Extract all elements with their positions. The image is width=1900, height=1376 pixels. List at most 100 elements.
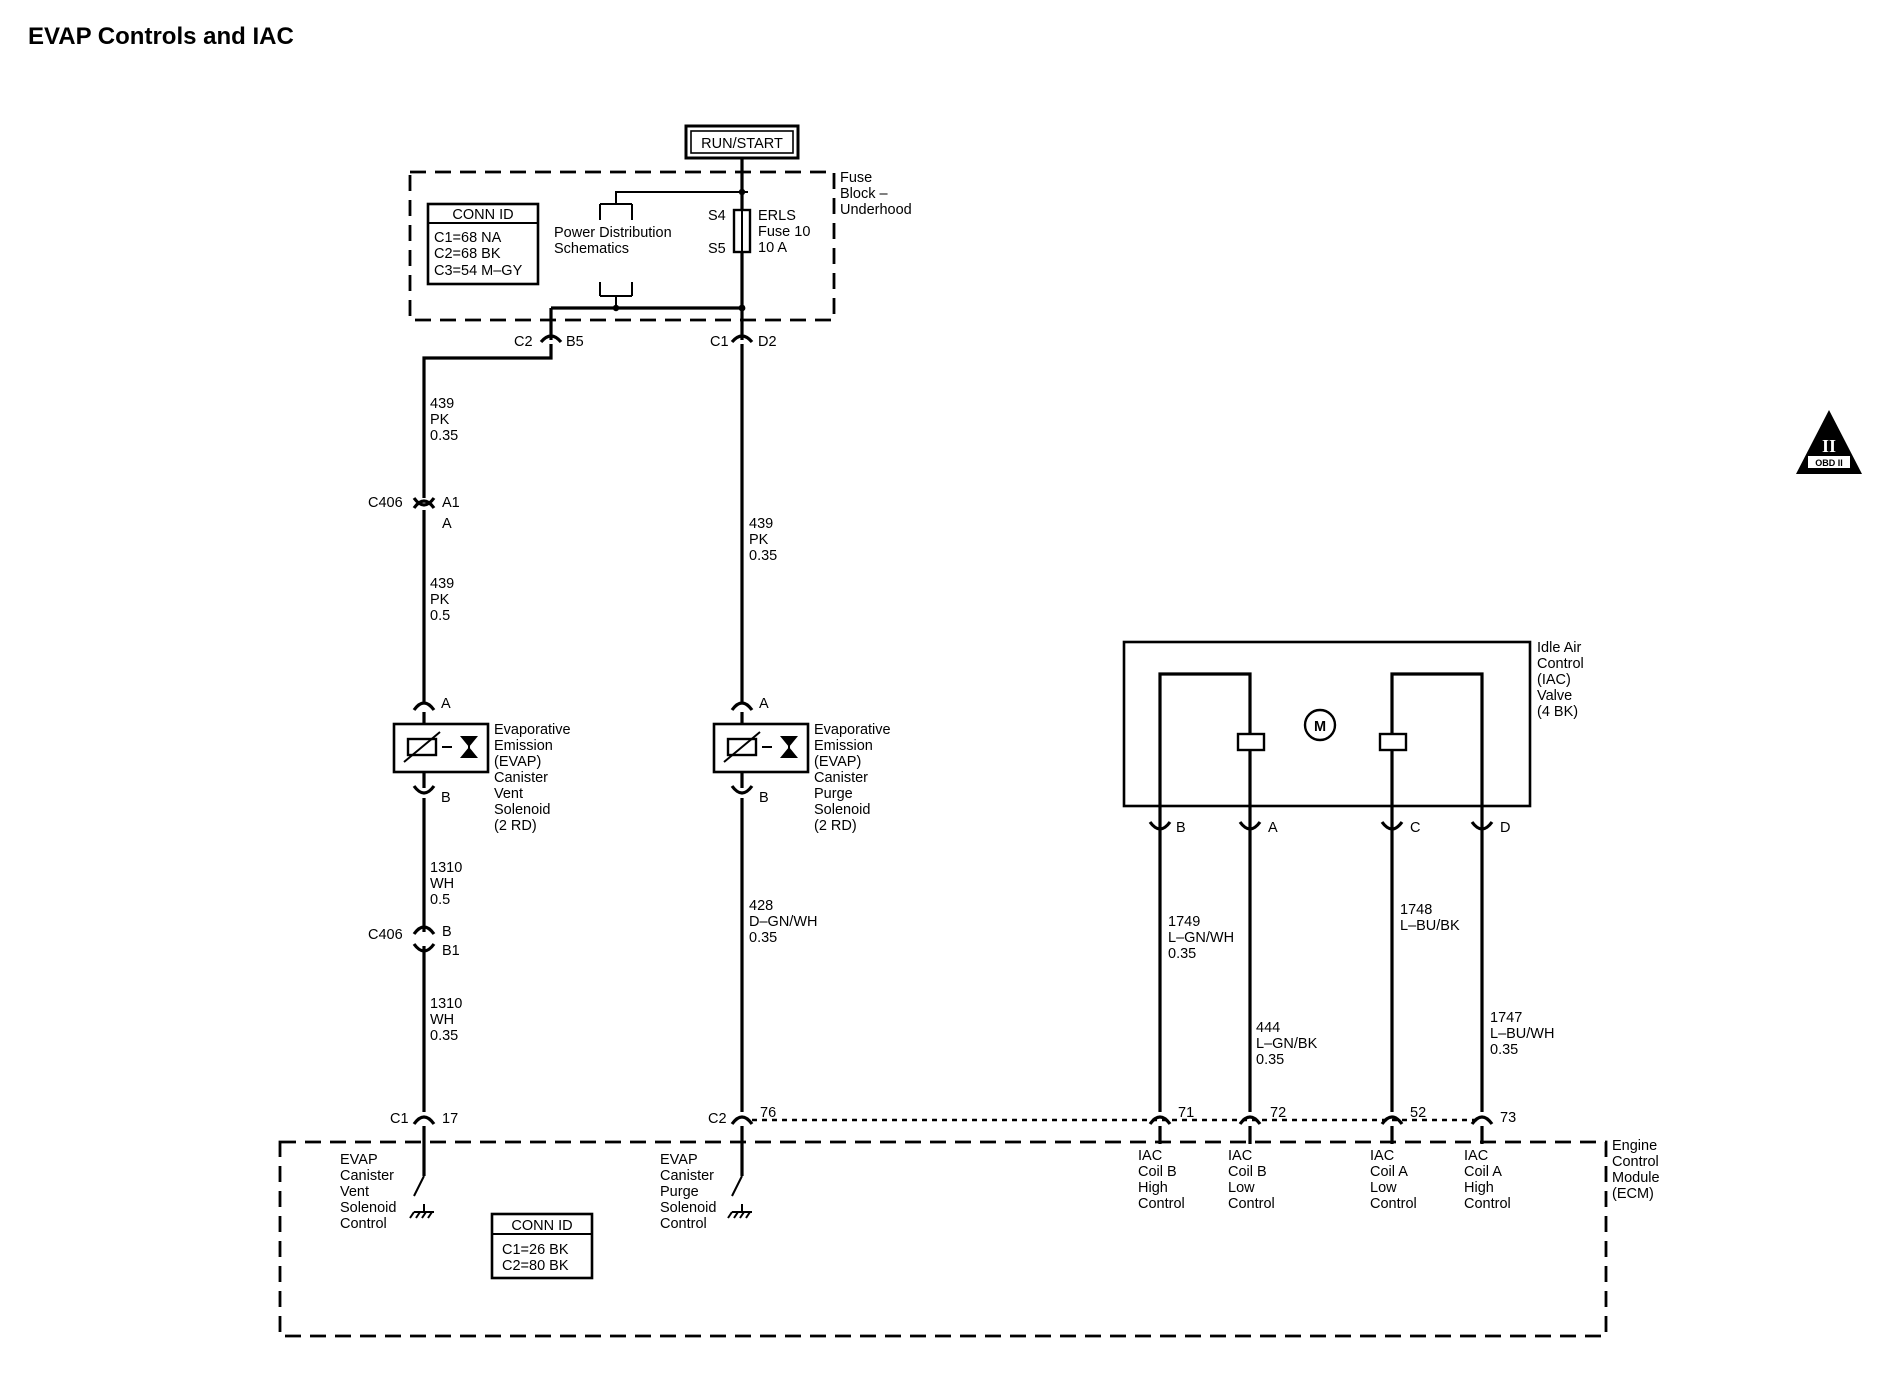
svg-text:IAC: IAC [1464, 1148, 1488, 1164]
svg-text:444: 444 [1256, 1020, 1280, 1036]
run-start-label: RUN/START [701, 136, 783, 152]
svg-text:0.35: 0.35 [1256, 1052, 1284, 1068]
fuse-block-boundary [408, 170, 836, 322]
svg-text:B: B [442, 924, 452, 940]
svg-text:Schematics: Schematics [554, 241, 629, 257]
svg-text:C3=54 M–GY: C3=54 M–GY [434, 263, 523, 279]
iac-wire-d: D 1747 L–BU/WH 0.35 73 [1470, 806, 1554, 1144]
svg-text:Purge: Purge [660, 1184, 699, 1200]
iac-coil-b-low-label: IAC Coil B Low Control [1228, 1148, 1275, 1212]
svg-text:C1: C1 [390, 1111, 409, 1127]
svg-text:439: 439 [430, 396, 454, 412]
svg-text:CONN ID: CONN ID [511, 1218, 572, 1234]
svg-text:ERLS: ERLS [758, 208, 796, 224]
fuse-block-bus [549, 304, 746, 340]
svg-text:Control: Control [1370, 1196, 1417, 1212]
svg-text:WH: WH [430, 876, 454, 892]
svg-text:Idle Air: Idle Air [1537, 640, 1581, 656]
svg-text:(2 RD): (2 RD) [814, 818, 857, 834]
svg-text:439: 439 [749, 516, 773, 532]
svg-text:PK: PK [430, 412, 450, 428]
svg-text:(EVAP): (EVAP) [494, 754, 541, 770]
svg-text:76: 76 [760, 1105, 776, 1121]
svg-text:Fuse 10: Fuse 10 [758, 224, 810, 240]
svg-text:Control: Control [660, 1216, 707, 1232]
svg-text:17: 17 [442, 1111, 458, 1127]
fuse-block-conn-id: CONN ID C1=68 NA C2=68 BK C3=54 M–GY [426, 202, 540, 286]
svg-text:WH: WH [430, 1012, 454, 1028]
svg-text:Solenoid: Solenoid [814, 802, 870, 818]
svg-text:Control: Control [1228, 1196, 1275, 1212]
svg-text:A1: A1 [442, 495, 460, 511]
vent-solenoid: Evaporative Emission (EVAP) Canister Ven… [392, 722, 571, 834]
svg-text:A: A [759, 696, 769, 712]
svg-text:Canister: Canister [494, 770, 548, 786]
svg-text:(4 BK): (4 BK) [1537, 704, 1578, 720]
svg-text:II: II [1822, 436, 1836, 456]
svg-text:72: 72 [1270, 1105, 1286, 1121]
svg-text:Emission: Emission [814, 738, 873, 754]
ecm-label: Engine Control Module (ECM) [1612, 1138, 1660, 1202]
svg-text:L–BU/WH: L–BU/WH [1490, 1026, 1554, 1042]
svg-text:Fuse: Fuse [840, 170, 872, 186]
svg-text:C1=26 BK: C1=26 BK [502, 1242, 569, 1258]
iac-wire-c: C 1748 L–BU/BK 52 [1380, 806, 1460, 1144]
svg-text:Canister: Canister [660, 1168, 714, 1184]
svg-text:Coil B: Coil B [1228, 1164, 1267, 1180]
svg-text:Solenoid: Solenoid [660, 1200, 716, 1216]
svg-text:1310: 1310 [430, 996, 462, 1012]
fuse-block-label: Fuse Block – Underhood [840, 170, 912, 218]
svg-text:High: High [1138, 1180, 1168, 1196]
iac-wire-b: B 1749 L–GN/WH 0.35 71 [1148, 806, 1234, 1144]
svg-text:Purge: Purge [814, 786, 853, 802]
svg-text:B1: B1 [442, 943, 460, 959]
svg-text:B: B [441, 790, 451, 806]
motor-icon: M [1303, 708, 1337, 742]
iac-valve: M Idle Air Control (IAC) Valve (4 BK) [1122, 640, 1584, 808]
svg-text:0.35: 0.35 [430, 1028, 458, 1044]
svg-text:Valve: Valve [1537, 688, 1572, 704]
svg-text:Coil A: Coil A [1370, 1164, 1408, 1180]
svg-text:L–GN/WH: L–GN/WH [1168, 930, 1234, 946]
svg-text:0.35: 0.35 [749, 930, 777, 946]
svg-text:(2 RD): (2 RD) [494, 818, 537, 834]
svg-text:439: 439 [430, 576, 454, 592]
svg-text:0.5: 0.5 [430, 892, 450, 908]
svg-text:Control: Control [1138, 1196, 1185, 1212]
svg-text:1310: 1310 [430, 860, 462, 876]
svg-text:0.35: 0.35 [749, 548, 777, 564]
svg-text:IAC: IAC [1370, 1148, 1394, 1164]
svg-text:Control: Control [340, 1216, 387, 1232]
svg-text:C2=68 BK: C2=68 BK [434, 246, 501, 262]
svg-text:B: B [1176, 820, 1186, 836]
svg-text:D2: D2 [758, 334, 777, 350]
iac-coil-a-high-label: IAC Coil A High Control [1464, 1148, 1511, 1212]
svg-text:Canister: Canister [814, 770, 868, 786]
vent-circuit: 439 PK 0.35 C406 A1 A 439 PK 0.5 A [368, 344, 553, 724]
vent-circuit-lower: B 1310 WH 0.5 C406 B B1 1310 WH 0.35 C1 … [368, 772, 462, 1148]
svg-text:Engine: Engine [1612, 1138, 1657, 1154]
svg-text:C2: C2 [708, 1111, 727, 1127]
iac-coil-a-low-label: IAC Coil A Low Control [1370, 1148, 1417, 1212]
svg-text:B: B [759, 790, 769, 806]
svg-text:C1: C1 [710, 334, 729, 350]
svg-text:10 A: 10 A [758, 240, 787, 256]
svg-text:B5: B5 [566, 334, 584, 350]
svg-text:Control: Control [1612, 1154, 1659, 1170]
purge-control-switch: EVAP Canister Purge Solenoid Control [660, 1148, 752, 1232]
purge-circuit: 439 PK 0.35 A [730, 344, 777, 724]
svg-text:Underhood: Underhood [840, 202, 912, 218]
purge-solenoid: Evaporative Emission (EVAP) Canister Pur… [712, 722, 891, 834]
svg-text:Coil B: Coil B [1138, 1164, 1177, 1180]
svg-text:D–GN/WH: D–GN/WH [749, 914, 817, 930]
svg-text:(EVAP): (EVAP) [814, 754, 861, 770]
svg-text:Control: Control [1537, 656, 1584, 672]
svg-text:C2=80 BK: C2=80 BK [502, 1258, 569, 1274]
svg-text:PK: PK [749, 532, 769, 548]
iac-wire-a: A 444 L–GN/BK 0.35 72 [1238, 806, 1318, 1144]
svg-text:1749: 1749 [1168, 914, 1200, 930]
svg-text:Coil A: Coil A [1464, 1164, 1502, 1180]
svg-text:M: M [1314, 719, 1326, 735]
svg-text:S4: S4 [708, 208, 726, 224]
svg-text:Vent: Vent [494, 786, 523, 802]
